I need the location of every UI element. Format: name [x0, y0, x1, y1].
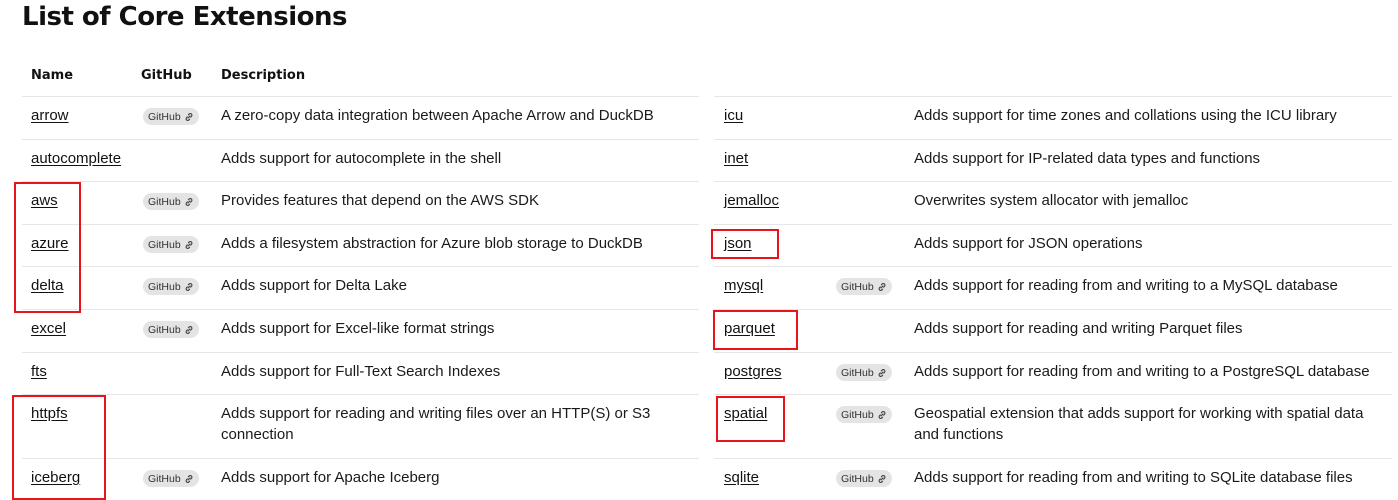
external-link-icon	[874, 474, 887, 484]
table-row	[714, 96, 1392, 139]
extension-description: Adds support for autocomplete in the she…	[221, 150, 502, 167]
external-link-icon	[181, 474, 194, 484]
github-badge-aws[interactable]: GitHub	[143, 193, 199, 210]
extension-link-spatial[interactable]: spatial	[724, 405, 768, 422]
github-badge-label: GitHub	[841, 366, 874, 379]
extension-description: Adds support for reading from and writin…	[914, 277, 1338, 294]
extension-link-mysql[interactable]: mysql	[724, 277, 764, 294]
extension-description: Adds support for Full-Text Search Indexe…	[221, 363, 501, 380]
extension-link-arrow[interactable]: arrow	[31, 107, 69, 124]
extension-link-icu[interactable]: icu	[724, 107, 744, 124]
table-row	[714, 352, 1392, 394]
github-badge-label: GitHub	[148, 323, 181, 336]
extension-link-json[interactable]: json	[724, 235, 752, 252]
table-row	[714, 266, 1392, 309]
external-link-icon	[181, 325, 194, 335]
github-badge-postgres[interactable]: GitHub	[836, 364, 892, 381]
table-row	[22, 224, 699, 266]
extension-description: Adds support for Delta Lake	[221, 277, 407, 294]
extension-description: Adds support for Excel-like format strin…	[221, 320, 495, 337]
github-badge-excel[interactable]: GitHub	[143, 321, 199, 338]
extension-link-sqlite[interactable]: sqlite	[724, 469, 760, 486]
column-header-github: GitHub	[141, 68, 192, 83]
external-link-icon	[874, 410, 887, 420]
extension-link-iceberg[interactable]: iceberg	[31, 469, 81, 486]
github-badge-label: GitHub	[148, 280, 181, 293]
extension-description: A zero-copy data integration between Apa…	[221, 107, 654, 124]
github-badge-label: GitHub	[148, 195, 181, 208]
github-badge-mysql[interactable]: GitHub	[836, 278, 892, 295]
github-badge-label: GitHub	[841, 280, 874, 293]
github-badge-arrow[interactable]: GitHub	[143, 108, 199, 125]
extension-description: Adds a filesystem abstraction for Azure …	[221, 235, 643, 252]
extension-description: Adds support for Apache Iceberg	[221, 469, 440, 486]
table-row	[714, 139, 1392, 181]
table-row	[22, 394, 699, 458]
table-row	[714, 394, 1392, 458]
table-row	[22, 309, 699, 352]
extension-description: Adds support for reading and writing Par…	[914, 320, 1243, 337]
extension-link-inet[interactable]: inet	[724, 150, 749, 167]
external-link-icon	[874, 368, 887, 378]
github-badge-label: GitHub	[841, 472, 874, 485]
extension-link-parquet[interactable]: parquet	[724, 320, 775, 337]
extension-link-postgres[interactable]: postgres	[724, 363, 782, 380]
github-badge-iceberg[interactable]: GitHub	[143, 470, 199, 487]
extension-description: Adds support for reading and writing fil…	[221, 405, 651, 443]
extension-link-azure[interactable]: azure	[31, 235, 69, 252]
table-row	[714, 309, 1392, 352]
table-row	[22, 352, 699, 394]
table-row	[714, 224, 1392, 266]
extension-description: Adds support for reading from and writin…	[914, 469, 1353, 486]
table-row	[714, 181, 1392, 224]
external-link-icon	[181, 240, 194, 250]
github-badge-sqlite[interactable]: GitHub	[836, 470, 892, 487]
extension-link-autocomplete[interactable]: autocomplete	[31, 150, 122, 167]
page-title: List of Core Extensions	[22, 2, 347, 32]
extension-link-aws[interactable]: aws	[31, 192, 58, 209]
table-row	[22, 96, 699, 139]
table-row	[22, 458, 699, 500]
github-badge-label: GitHub	[148, 110, 181, 123]
github-badge-delta[interactable]: GitHub	[143, 278, 199, 295]
extension-description: Adds support for reading from and writin…	[914, 363, 1370, 380]
table-row	[22, 139, 699, 181]
github-badge-spatial[interactable]: GitHub	[836, 406, 892, 423]
column-header-description: Description	[221, 68, 306, 83]
github-badge-label: GitHub	[148, 472, 181, 485]
github-badge-label: GitHub	[841, 408, 874, 421]
extension-link-jemalloc[interactable]: jemalloc	[724, 192, 780, 209]
extension-description: Geospatial extension that adds support f…	[914, 405, 1364, 443]
table-row	[714, 458, 1392, 500]
extension-link-excel[interactable]: excel	[31, 320, 67, 337]
github-badge-azure[interactable]: GitHub	[143, 236, 199, 253]
extension-description: Adds support for JSON operations	[914, 235, 1143, 252]
extension-description: Adds support for time zones and collatio…	[914, 107, 1337, 124]
table-row	[22, 266, 699, 309]
extension-link-httpfs[interactable]: httpfs	[31, 405, 68, 422]
external-link-icon	[874, 282, 887, 292]
table-row	[22, 181, 699, 224]
extension-link-delta[interactable]: delta	[31, 277, 64, 294]
github-badge-label: GitHub	[148, 238, 181, 251]
extension-link-fts[interactable]: fts	[31, 363, 47, 380]
extension-description: Adds support for IP-related data types a…	[914, 150, 1261, 167]
extension-description: Overwrites system allocator with jemallo…	[914, 192, 1189, 209]
extension-description: Provides features that depend on the AWS…	[221, 192, 539, 209]
column-header-name: Name	[31, 68, 74, 83]
external-link-icon	[181, 197, 194, 207]
external-link-icon	[181, 282, 194, 292]
external-link-icon	[181, 112, 194, 122]
